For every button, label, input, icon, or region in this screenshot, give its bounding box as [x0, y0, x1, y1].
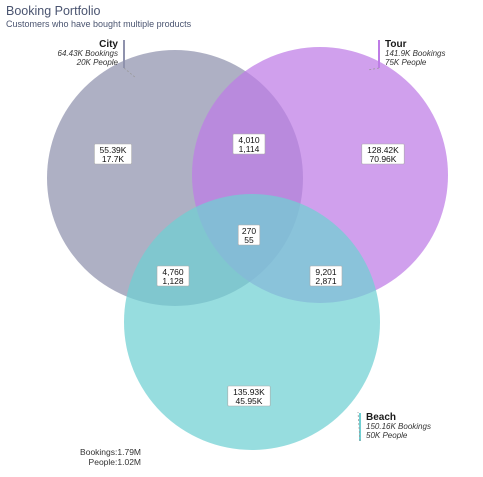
region-label-box [361, 143, 405, 165]
set-connector-beach [357, 411, 361, 442]
total-bookings: Bookings:1.79M [80, 447, 141, 457]
chart-title: Booking Portfolio [6, 4, 101, 18]
set-bookings-city: 64.43K Bookings [58, 49, 119, 58]
region-bookings: 55.39K [100, 145, 127, 155]
region-label-box [309, 265, 343, 287]
region-bookings: 128.42K [367, 145, 399, 155]
set-people-city: 20K People [76, 58, 119, 67]
region-bookings: 270 [242, 226, 256, 236]
region-people: 1,128 [162, 276, 184, 286]
region-people: 1,114 [239, 144, 260, 154]
total-people: People:1.02M [89, 457, 141, 467]
venn-circle-beach [124, 194, 380, 450]
set-people-beach: 50K People [366, 431, 408, 440]
region-people: 55 [244, 235, 254, 245]
region-bookings: 9,201 [315, 267, 337, 277]
region-people: 45.95K [236, 396, 263, 406]
region-bookings: 4,760 [162, 267, 184, 277]
set-people-tour: 75K People [385, 58, 427, 67]
chart-subtitle: Customers who have bought multiple produ… [6, 19, 192, 29]
set-name-beach: Beach [366, 412, 396, 423]
set-connector-city [123, 67, 137, 79]
region-people: 2,871 [315, 276, 337, 286]
set-name-city: City [99, 39, 118, 50]
region-bookings: 135.93K [233, 387, 265, 397]
region-bookings: 4,010 [238, 135, 260, 145]
set-bookings-beach: 150.16K Bookings [366, 422, 431, 431]
region-label-box [232, 133, 266, 155]
set-name-tour: Tour [385, 39, 407, 50]
region-people: 70.96K [370, 154, 397, 164]
set-bookings-tour: 141.9K Bookings [385, 49, 446, 58]
region-people: 17.7K [102, 154, 125, 164]
region-label-box [94, 143, 132, 165]
region-label-box [237, 224, 261, 246]
region-label-box [156, 265, 190, 287]
region-label-box [227, 385, 271, 407]
set-connector-tour [367, 67, 380, 71]
